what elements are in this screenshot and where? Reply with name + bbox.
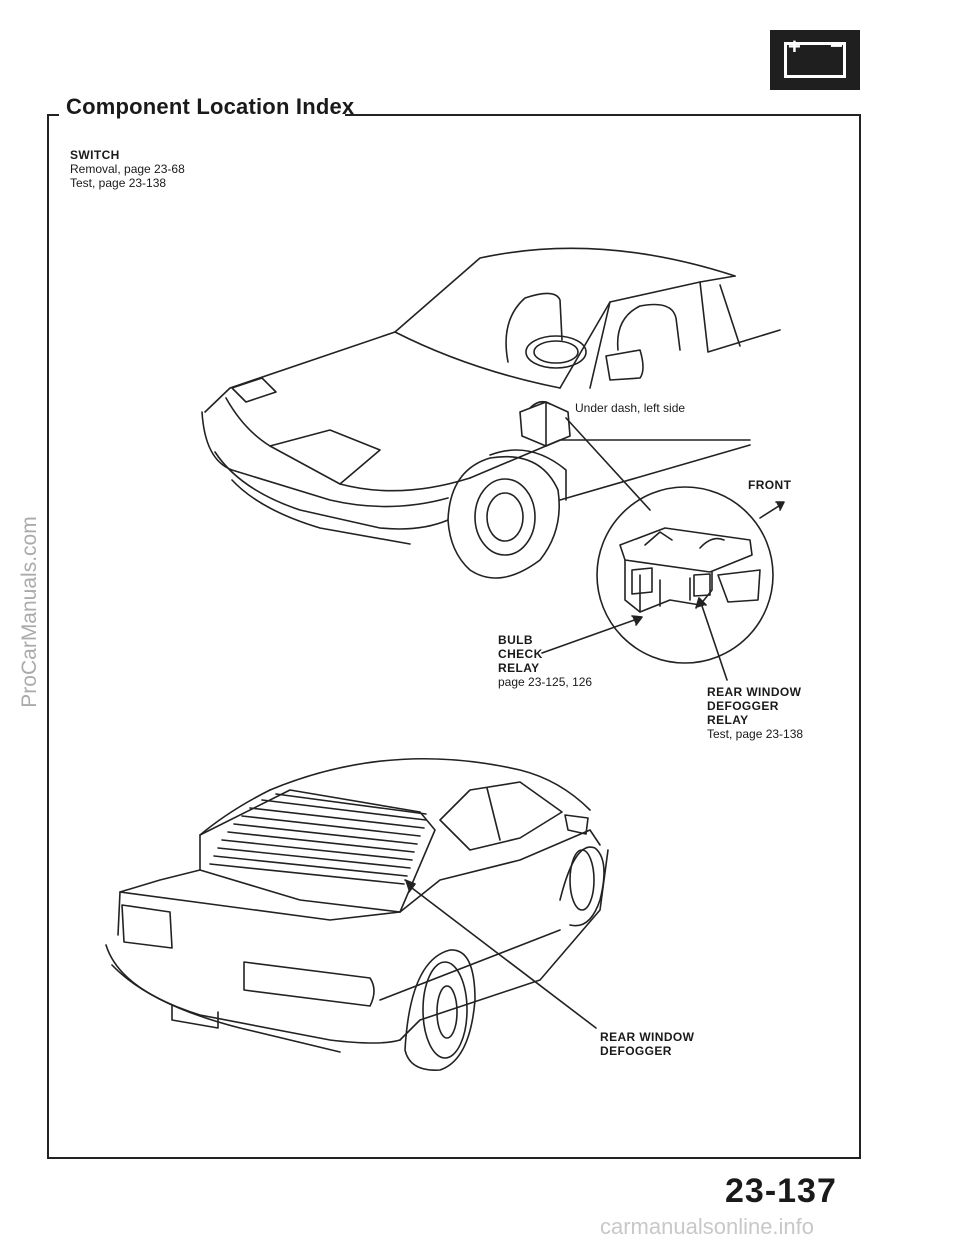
- rear-defogger-relay-line3: RELAY: [707, 713, 749, 727]
- rear-defogger-relay-line1: REAR WINDOW: [707, 685, 802, 699]
- switch-removal-ref: Removal, page 23-68: [70, 162, 185, 176]
- rear-defogger-relay-line2: DEFOGGER: [707, 699, 779, 713]
- rear-car-drawing: [106, 759, 608, 1070]
- rear-defogger-line1: REAR WINDOW: [600, 1030, 695, 1044]
- front-label: FRONT: [748, 478, 792, 492]
- frame-top-left: [47, 114, 59, 116]
- bulb-check-relay-line1: BULB: [498, 633, 533, 647]
- front-car-drawing: [202, 248, 780, 578]
- rear-defogger-relay-test: Test, page 23-138: [707, 727, 804, 741]
- bulb-check-relay-line3: RELAY: [498, 661, 540, 675]
- bulb-check-relay-page: page 23-125, 126: [498, 675, 593, 689]
- rear-defogger-line2: DEFOGGER: [600, 1044, 672, 1058]
- under-dash-label: Under dash, left side: [575, 401, 686, 415]
- battery-plus-sign: +: [788, 34, 801, 59]
- bulb-check-relay-line2: CHECK: [498, 647, 543, 661]
- battery-minus-sign: −: [830, 33, 843, 58]
- side-watermark: ProCarManuals.com: [18, 516, 41, 708]
- battery-icon-outline: [784, 42, 846, 78]
- frame-top-right: [345, 114, 861, 116]
- bottom-watermark: carmanualsonline.info: [600, 1214, 815, 1239]
- page-frame: [47, 114, 861, 1159]
- switch-test-ref: Test, page 23-138: [70, 176, 167, 190]
- relay-detail-circle: [542, 487, 784, 680]
- switch-label: SWITCH: [70, 148, 120, 162]
- page-number: 23-137: [725, 1172, 837, 1210]
- page-title: Component Location Index: [66, 94, 355, 119]
